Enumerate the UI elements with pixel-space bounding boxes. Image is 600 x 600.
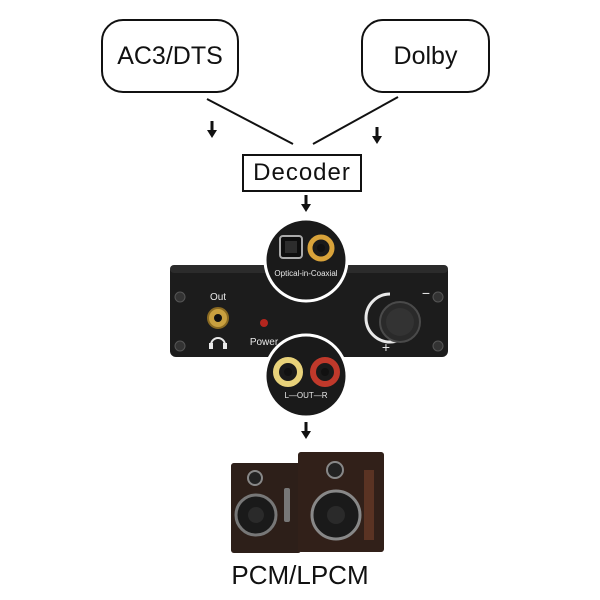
decoder-device	[170, 265, 448, 357]
out-label: Out	[210, 292, 226, 303]
arrow-down-icon	[301, 422, 311, 439]
arrow-down-icon	[372, 127, 382, 144]
speaker-left	[231, 463, 301, 553]
headphone-icon	[209, 337, 227, 349]
optical-coaxial-label: Optical-in-Coaxial	[274, 269, 337, 278]
ac3-dts-label: AC3/DTS	[117, 41, 223, 70]
arrow-down-icon	[207, 121, 217, 138]
dolby-box: Dolby	[361, 19, 490, 93]
dolby-to-decoder-line	[312, 96, 399, 145]
coaxial-port	[307, 234, 335, 262]
decoder-label: Decoder	[253, 159, 351, 186]
volume-minus-label: −	[422, 285, 430, 301]
rca-output-zoom	[263, 333, 349, 419]
volume-plus-label: +	[382, 339, 390, 355]
power-label: Power	[250, 337, 279, 348]
volume-knob	[364, 292, 421, 344]
decoder-box: Decoder	[242, 154, 362, 192]
ac3-to-decoder-line	[206, 98, 294, 145]
speaker-right	[298, 452, 384, 552]
arrow-down-icon	[301, 195, 311, 212]
left-rca-port	[273, 357, 303, 387]
lr-out-label: L—OUT—R	[284, 391, 327, 400]
power-led	[260, 319, 268, 327]
optical-coaxial-port-zoom	[263, 217, 349, 303]
pcm-lpcm-label: PCM/LPCM	[231, 560, 369, 590]
ac3-dts-box: AC3/DTS	[101, 19, 239, 93]
dolby-label: Dolby	[393, 41, 458, 70]
right-rca-port	[310, 357, 340, 387]
